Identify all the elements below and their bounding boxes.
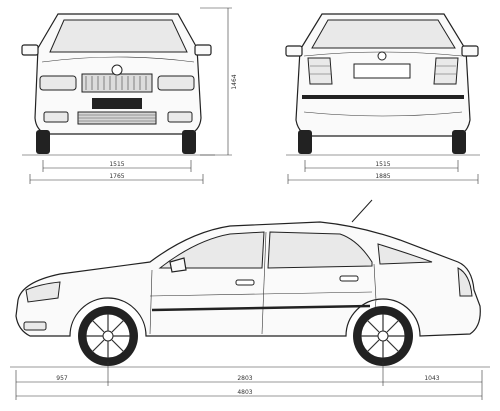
rear-overhang-label: 1043 (424, 375, 439, 382)
wheelbase-label: 2803 (237, 375, 252, 382)
overall-length-label: 4803 (237, 389, 252, 396)
front-overhang-label: 957 (56, 375, 68, 382)
rear-width-label: 1885 (375, 173, 390, 180)
front-width-label: 1765 (109, 173, 124, 180)
front-track-label: 1515 (109, 161, 124, 168)
front-height-label: 1464 (231, 74, 238, 89)
front-view: 1464 1515 1765 (21, 7, 238, 184)
rear-view: 1515 1885 (285, 13, 480, 184)
side-view: 957 2803 1043 4803 (10, 199, 490, 400)
rear-track-label: 1515 (375, 161, 390, 168)
